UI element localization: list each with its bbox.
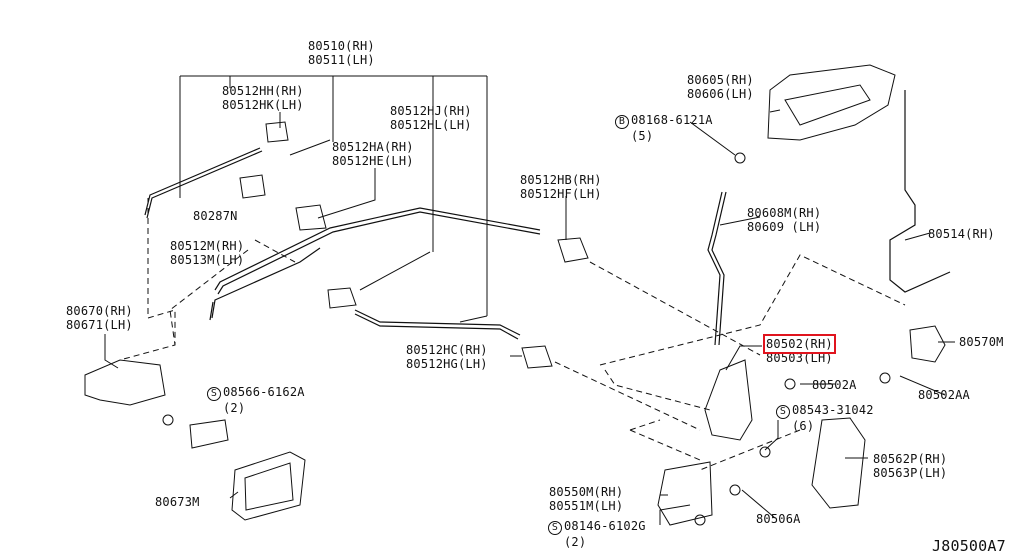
rods [144,90,951,346]
label-80502aa: 80502AA [918,388,970,402]
s-symbol-icon: S [776,405,790,419]
label-line: 80512HB(RH) [520,173,602,187]
label-line: 80550M(RH) [549,485,624,499]
label-line: 80511(LH) [308,53,375,67]
diagram-code: J80500A7 [932,537,1006,555]
quantity: (2) [564,535,587,549]
label-line: 80512HE(LH) [332,154,414,168]
screw [162,414,174,426]
label-80608m: 80608M(RH)80609 (LH) [747,206,821,234]
highlighted-part-80502[interactable]: 80502(RH) [763,334,836,354]
label-line: 80671(LH) [66,318,133,332]
label-line: 80670(RH) [66,304,133,318]
lock-protector [811,417,866,509]
label-line: 80512HL(LH) [390,118,472,132]
label-line: 80512HJ(RH) [390,104,472,118]
label-80605: 80605(RH)80606(LH) [687,73,754,101]
label-line: 80605(RH) [687,73,754,87]
label-80514: 80514(RH) [928,227,995,241]
bracket-80550 [657,461,713,526]
bracket-80670 [189,419,229,449]
label-line: 80608M(RH) [747,206,822,220]
escutcheon [231,451,306,521]
quantity: (5) [631,129,654,143]
label-line: 80562P(RH) [873,452,948,466]
label-80512hc: 80512HC(RH)80512HG(LH) [406,343,488,371]
label-line: 80512M(RH) [170,239,245,253]
label-line: 80512HG(LH) [406,357,488,371]
label-80550m: 80550M(RH)80551M(LH) [549,485,623,513]
label-80502a: 80502A [812,378,857,392]
quantity: (6) [792,419,815,433]
part-number: 08543-31042 [792,403,874,417]
clip-80512ha [295,204,327,231]
part-number: 08168-6121A [631,113,713,127]
label-80562p: 80562P(RH)80563P(LH) [873,452,947,480]
leader-lines [104,75,955,525]
label-80673m: 80673M [155,495,200,509]
label-line: 80503(LH) [766,351,833,365]
label-line: 80510(RH) [308,39,375,53]
clip-80512hh [265,121,289,143]
clip-80512hb [557,237,589,263]
label-80512hj: 80512HJ(RH)80512HL(LH) [390,104,472,132]
label-line: 80551M(LH) [549,499,624,513]
clip-80512hc [521,345,553,369]
clip-80287n [239,174,266,199]
outside-handle [767,64,896,141]
label-80512ha: 80512HA(RH)80512HE(LH) [332,140,414,168]
label-80506a: 80506A [756,512,801,526]
label-line: 80512HF(LH) [520,187,602,201]
quantity: (2) [223,401,246,415]
label-line: 80512HK(LH) [222,98,304,112]
label-80287n: 80287N [193,209,238,223]
label-80510: 80510(RH)80511(LH) [308,39,375,67]
label-80670: 80670(RH)80671(LH) [66,304,133,332]
label-line: 80563P(LH) [873,466,948,480]
label-80512hh: 80512HH(RH)80512HK(LH) [222,84,304,112]
label-80570m: 80570M [959,335,1004,349]
s-symbol-icon: S [207,387,221,401]
label-line: 80606(LH) [687,87,754,101]
label-80512hb: 80512HB(RH)80512HF(LH) [520,173,602,201]
parts [84,64,946,526]
label-line: 80512HC(RH) [406,343,488,357]
label-80512m: 80512M(RH)80513M(LH) [170,239,244,267]
cover-80570 [909,325,946,363]
label-80502: 80502(RH)80503(LH) [763,334,836,365]
label-line: 80512HA(RH) [332,140,414,154]
door-lock [704,359,753,441]
part-number: 08566-6162A [223,385,305,399]
inside-handle [84,359,166,406]
label-line: 80513M(LH) [170,253,245,267]
part-number: 08146-6102G [564,519,646,533]
label-line: 80512HH(RH) [222,84,304,98]
dashed-lines [119,198,906,471]
s-symbol-icon: S [548,521,562,535]
clip-80512m [327,287,357,309]
b-symbol-icon: B [615,115,629,129]
label-line: 80609 (LH) [747,220,822,234]
